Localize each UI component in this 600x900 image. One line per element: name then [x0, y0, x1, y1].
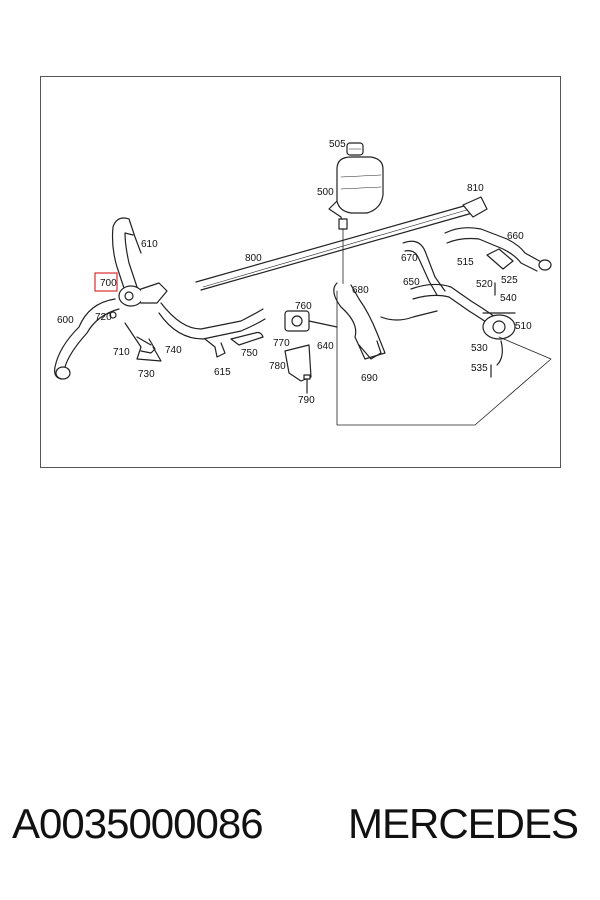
- expansion-tank-500: [328, 156, 384, 230]
- callout-690: 690: [361, 373, 378, 384]
- callout-610: 610: [141, 239, 158, 250]
- parts-diagram-frame: 505 500 810 610 800 660 670 515 525 520 540 650 680 7…: [40, 76, 561, 468]
- valve-760: [284, 310, 338, 332]
- callout-650: 650: [403, 277, 420, 288]
- callout-770: 770: [273, 338, 290, 349]
- callout-710: 710: [113, 347, 130, 358]
- hose-650: [380, 283, 496, 328]
- callout-670: 670: [401, 253, 418, 264]
- detail-indicator-lines: [336, 290, 552, 426]
- callout-515: 515: [457, 257, 474, 268]
- callout-530: 530: [471, 343, 488, 354]
- callout-740: 740: [165, 345, 182, 356]
- callout-640: 640: [317, 341, 334, 352]
- callout-500: 500: [317, 187, 334, 198]
- callout-680: 680: [352, 285, 369, 296]
- callout-800: 800: [245, 253, 262, 264]
- bracket-810: [462, 196, 488, 218]
- callout-525: 525: [501, 275, 518, 286]
- hose-750: [230, 331, 264, 346]
- callout-790: 790: [298, 395, 315, 406]
- callout-750: 750: [241, 348, 258, 359]
- hose-680: [333, 282, 386, 360]
- callout-505: 505: [329, 139, 346, 150]
- connector-615: [204, 338, 226, 358]
- hose-600: [54, 298, 120, 380]
- bracket-710: [124, 322, 162, 362]
- callout-660: 660: [507, 231, 524, 242]
- pump-510: [482, 312, 516, 340]
- cap-505: [346, 142, 364, 156]
- hose-640: [158, 302, 266, 340]
- callout-700: 700: [100, 278, 117, 289]
- hose-660: [444, 227, 552, 272]
- part-number: A0035000086: [12, 800, 264, 847]
- callout-760: 760: [295, 301, 312, 312]
- hose-610: [111, 217, 142, 292]
- clamp-720: [109, 311, 117, 319]
- callout-615: 615: [214, 367, 231, 378]
- pipe-800: [195, 203, 478, 291]
- callout-780: 780: [269, 361, 286, 372]
- callout-540: 540: [500, 293, 517, 304]
- callout-720: 720: [95, 312, 112, 323]
- callout-520: 520: [476, 279, 493, 290]
- pump-700: [118, 282, 168, 307]
- highlight-box-700: [94, 272, 118, 292]
- clip-740: [140, 338, 156, 354]
- callout-600: 600: [57, 315, 74, 326]
- callout-535: 535: [471, 363, 488, 374]
- brand-name: MERCEDES: [348, 800, 579, 847]
- callout-810: 810: [467, 183, 484, 194]
- bracket-515: [486, 248, 514, 270]
- bracket-690: [358, 340, 382, 360]
- bolt-790: [303, 374, 311, 394]
- callout-730: 730: [138, 369, 155, 380]
- harness-530: [496, 340, 503, 366]
- hose-670: [402, 240, 446, 296]
- callout-510: 510: [515, 321, 532, 332]
- parts-diagram: 505 500 810 610 800 660 670 515 525 520 540 650 680 7…: [54, 139, 552, 426]
- footer: A0035000086 MERCEDES: [0, 800, 600, 870]
